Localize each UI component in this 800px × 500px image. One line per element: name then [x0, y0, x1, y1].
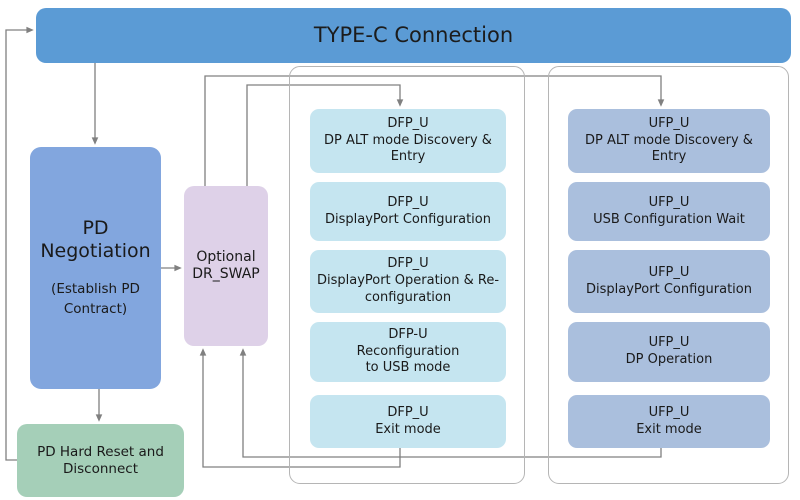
ufp-stage-4[interactable]: UFP_U Exit mode [568, 395, 770, 448]
ufp-stage-0[interactable]: UFP_U DP ALT mode Discovery & Entry [568, 109, 770, 173]
dfp-stage-0[interactable]: DFP_U DP ALT mode Discovery & Entry [310, 109, 506, 173]
dfp-column-outline [289, 66, 525, 484]
ufp-stage-0-line2: DP ALT mode Discovery & [585, 132, 753, 148]
ufp-stage-0-line3: Entry [651, 149, 687, 165]
ufp-stage-2-line2: DisplayPort Configuration [586, 281, 752, 297]
dfp-stage-4-line2: Exit mode [375, 421, 441, 437]
dfp-stage-0-line2: DP ALT mode Discovery & [324, 132, 492, 148]
ufp-stage-4-line2: Exit mode [636, 421, 702, 437]
ufp-stage-3[interactable]: UFP_U DP Operation [568, 322, 770, 382]
type-c-label: TYPE-C Connection [313, 22, 514, 47]
dfp-stage-3-line3: to USB mode [365, 360, 451, 376]
pd-negotiation-node[interactable]: PD Negotiation (Establish PD Contract) [30, 147, 161, 389]
dfp-stage-0-line3: Entry [390, 149, 426, 165]
ufp-stage-3-line1: UFP_U [648, 335, 690, 351]
pd-hard-reset-node[interactable]: PD Hard Reset and Disconnect [17, 424, 184, 497]
dfp-stage-0-line1: DFP_U [387, 115, 429, 131]
ufp-column-outline [548, 66, 789, 484]
ufp-stage-0-line1: UFP_U [648, 115, 690, 131]
ufp-stage-1-line1: UFP_U [648, 194, 690, 210]
pd-hard-reset-line2: Disconnect [63, 460, 138, 477]
pd-hard-reset-line1: PD Hard Reset and [37, 444, 164, 461]
pd-negotiation-sub-line2: Contract) [63, 300, 128, 317]
pd-negotiation-title-line2: Negotiation [40, 240, 151, 263]
dfp-stage-3-line1: DFP-U [388, 326, 428, 342]
dr-swap-line2: DR_SWAP [192, 266, 260, 282]
dfp-stage-1-line2: DisplayPort Configuration [325, 211, 491, 227]
dfp-stage-3-line2: Reconfiguration [356, 343, 460, 359]
type-c-connection-node[interactable]: TYPE-C Connection [36, 8, 791, 63]
dr-swap-line1: Optional [196, 248, 256, 265]
wire-hardreset-to-typec [5, 26, 34, 461]
ufp-stage-4-line1: UFP_U [648, 404, 690, 420]
pd-negotiation-sub-line1: (Establish PD [51, 281, 140, 298]
dfp-stage-1-line1: DFP_U [387, 194, 429, 210]
ufp-stage-1-line2: USB Configuration Wait [593, 211, 745, 227]
ufp-stage-2-line1: UFP_U [648, 264, 690, 280]
dfp-stage-2[interactable]: DFP_U DisplayPort Operation & Re- config… [310, 250, 506, 313]
ufp-stage-2[interactable]: UFP_U DisplayPort Configuration [568, 250, 770, 313]
dfp-stage-4-line1: DFP_U [387, 404, 429, 420]
ufp-stage-1[interactable]: UFP_U USB Configuration Wait [568, 182, 770, 241]
optional-dr-swap-node[interactable]: Optional DR_SWAP [184, 186, 268, 346]
pd-negotiation-title-line1: PD [82, 216, 109, 239]
dfp-stage-2-line3: configuration [364, 289, 452, 305]
dfp-stage-2-line2: DisplayPort Operation & Re- [316, 273, 500, 289]
dfp-stage-3[interactable]: DFP-U Reconfiguration to USB mode [310, 322, 506, 382]
dfp-stage-2-line1: DFP_U [387, 256, 429, 272]
ufp-stage-3-line2: DP Operation [625, 352, 713, 367]
dfp-stage-4[interactable]: DFP_U Exit mode [310, 395, 506, 448]
dfp-stage-1[interactable]: DFP_U DisplayPort Configuration [310, 182, 506, 241]
